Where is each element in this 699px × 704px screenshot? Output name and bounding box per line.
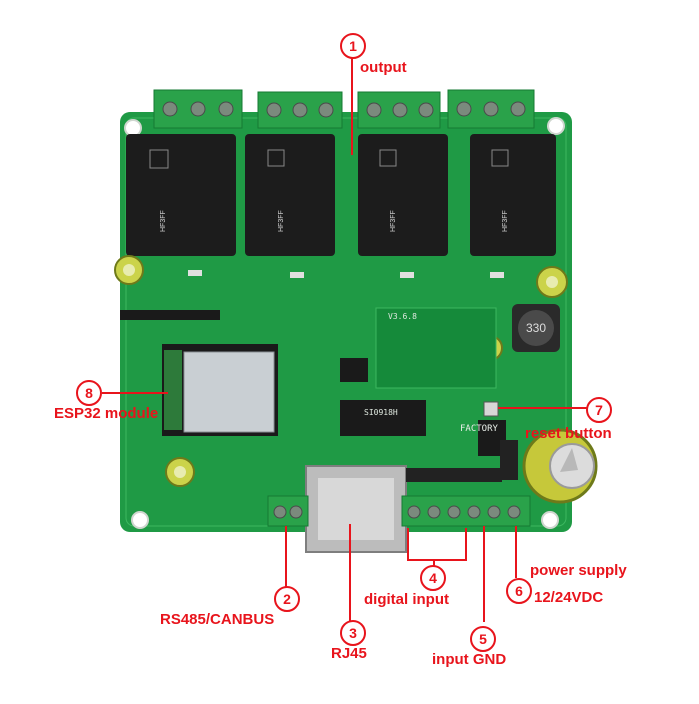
- callout-1-label: output: [360, 59, 407, 76]
- version-silkscreen: V3.6.8: [388, 312, 417, 321]
- callout-3-label: RJ45: [331, 645, 367, 662]
- relays: [126, 134, 556, 256]
- callout-7-badge: 7: [586, 397, 612, 423]
- callout-2-badge: 2: [274, 586, 300, 612]
- transformer-label: SI0918H: [364, 408, 398, 417]
- callout-4-badge: 4: [420, 565, 446, 591]
- callout-4-label: digital input: [364, 591, 449, 608]
- output-terminals: [153, 89, 535, 129]
- bottom-terminals: [267, 495, 531, 527]
- relay-4-label: HF3FF: [502, 210, 509, 232]
- callout-2-label: RS485/CANBUS: [160, 611, 275, 628]
- callout-6-label: power supply: [530, 562, 627, 579]
- pin-header: [120, 310, 220, 320]
- relay-3-label: HF3FF: [390, 210, 397, 232]
- relay-1-label: HF3FF: [160, 210, 167, 232]
- capacitors: [114, 255, 598, 504]
- chips: [340, 307, 506, 456]
- callout-lines: [102, 55, 588, 622]
- callout-1-badge: 1: [340, 33, 366, 59]
- callout-6-badge: 6: [506, 578, 532, 604]
- callout-5-label: input GND: [432, 651, 507, 668]
- callout-8-label: ESP32 module: [54, 405, 159, 422]
- callout-5-badge: 5: [470, 626, 496, 652]
- rj45-jack: [305, 465, 407, 553]
- callout-8-badge: 8: [76, 380, 102, 406]
- svg-text:330: 330: [526, 321, 546, 335]
- callout-3-badge: 3: [340, 620, 366, 646]
- inductor: 330: [512, 304, 560, 352]
- callout-6-sublabel: 12/24VDC: [534, 589, 604, 606]
- callout-7-label: reset button: [525, 425, 612, 442]
- esp32-module-board: [162, 344, 278, 436]
- relay-2-label: HF3FF: [278, 210, 285, 232]
- factory-silkscreen: FACTORY: [460, 424, 498, 434]
